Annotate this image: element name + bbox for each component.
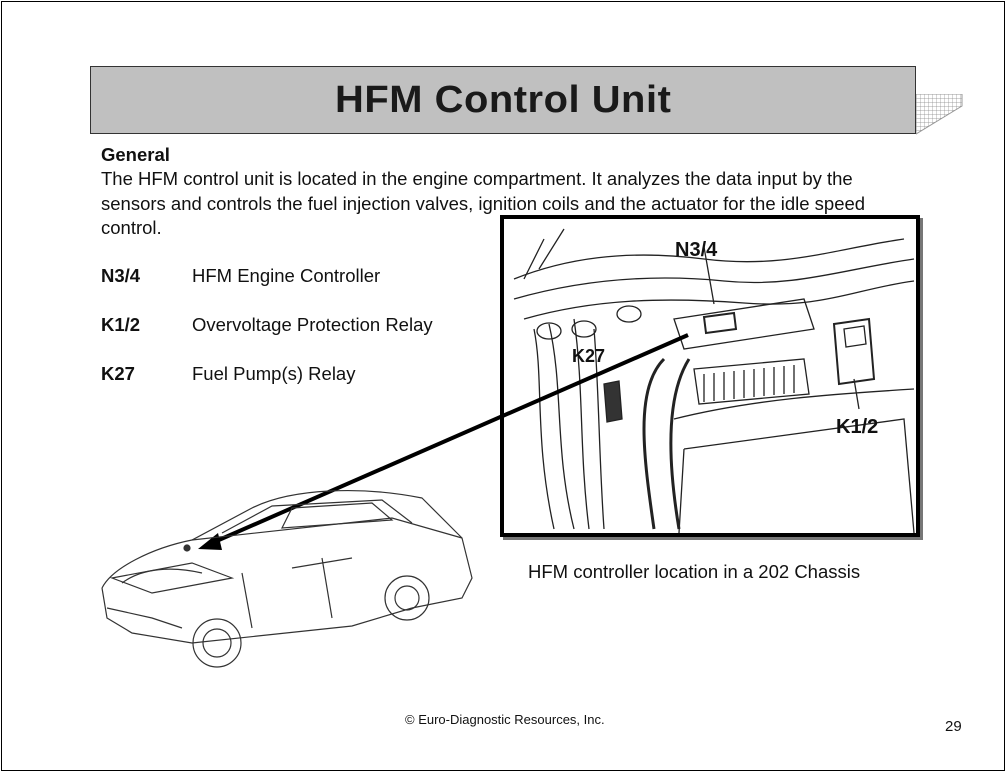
photo-label-n34: N3/4 [675, 239, 718, 261]
description-text: The HFM control unit is located in the e… [101, 168, 866, 238]
slide-title: HFM Control Unit [334, 78, 672, 121]
page-number: 29 [945, 718, 962, 735]
component-name: Overvoltage Protection Relay [192, 314, 433, 335]
general-heading: General [101, 144, 170, 165]
photo-label-k12: K1/2 [836, 416, 879, 438]
component-code: K1/2 [101, 314, 141, 335]
grid-tab-decoration [916, 94, 963, 135]
component-name: Fuel Pump(s) Relay [192, 363, 356, 384]
photo-caption: HFM controller location in a 202 Chassis [528, 561, 861, 582]
component-row: N3/4 HFM Engine Controller [101, 265, 380, 287]
component-code: K27 [101, 363, 135, 384]
car-illustration [101, 490, 473, 668]
component-code: N3/4 [101, 265, 141, 286]
engine-bay-drawing [513, 228, 915, 533]
engine-bay-illustration: N3/4 K27 K1/2 [500, 215, 920, 537]
component-name: HFM Engine Controller [192, 265, 381, 286]
title-bar: HFM Control Unit [90, 66, 916, 134]
component-row: K1/2 Overvoltage Protection Relay [101, 314, 433, 336]
photo-label-k27: K27 [572, 346, 606, 366]
component-row: K27 Fuel Pump(s) Relay [101, 363, 355, 385]
copyright-footer: © Euro-Diagnostic Resources, Inc. [405, 712, 605, 727]
